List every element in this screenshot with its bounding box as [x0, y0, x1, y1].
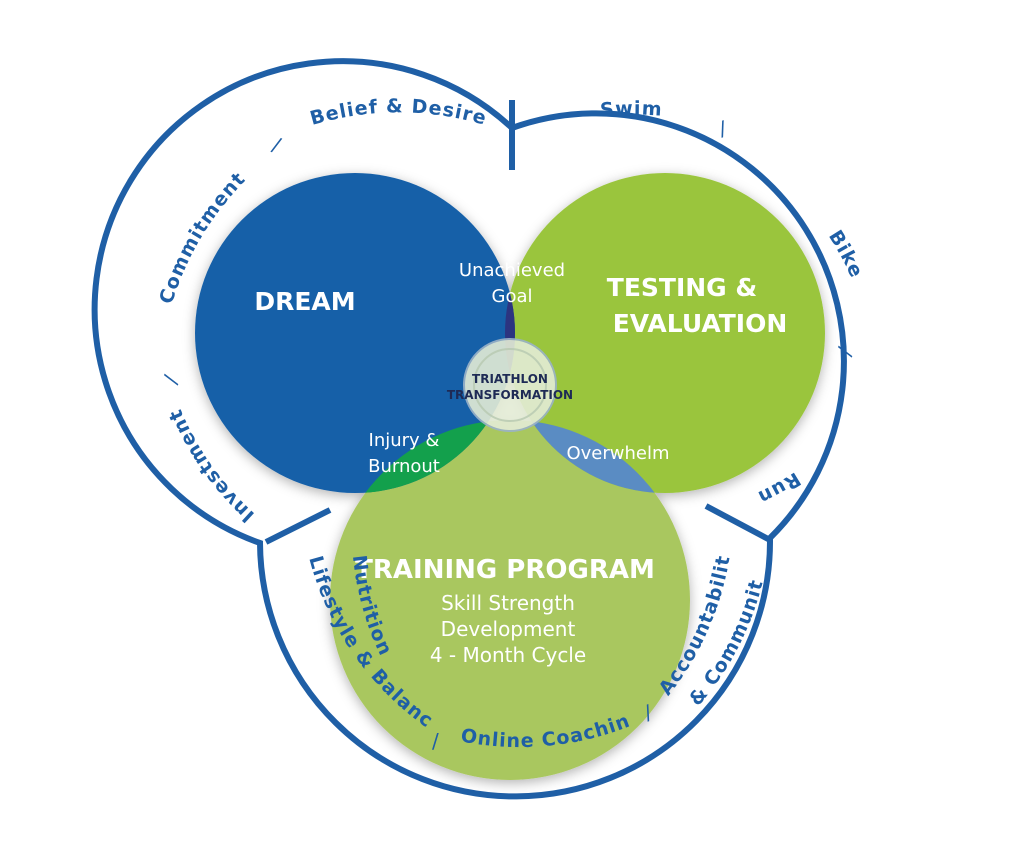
ring-divider-right — [704, 503, 772, 543]
injury-label-line1: Injury & — [369, 430, 440, 451]
unachieved-label-line2: Goal — [492, 286, 533, 307]
training-sub-line1: Skill Strength — [441, 591, 575, 615]
ring-separator: / — [716, 116, 729, 141]
unachieved-label-line1: Unachieved — [459, 260, 565, 281]
center-label-line2: TRANSFORMATION — [447, 388, 573, 402]
ring-divider-left — [264, 507, 332, 545]
center-label-line1: TRIATHLON — [472, 372, 548, 386]
dream-circle — [195, 173, 515, 493]
overwhelm-label: Overwhelm — [566, 443, 669, 464]
injury-label-line2: Burnout — [368, 456, 440, 477]
training-sub-line2: Development — [441, 617, 576, 641]
dream-label: DREAM — [254, 287, 355, 316]
triathlon-seal-icon — [463, 338, 557, 432]
training-circle — [330, 420, 690, 780]
ring-label-swim: Swim — [599, 97, 663, 121]
training-label: TRAINING PROGRAM — [355, 555, 655, 585]
testing-label-line1: TESTING & — [607, 273, 757, 302]
ring-separator: / — [432, 729, 439, 753]
training-sub-line3: 4 - Month Cycle — [430, 643, 586, 667]
circle-group — [195, 173, 825, 780]
testing-circle — [505, 173, 825, 493]
testing-label-line2: EVALUATION — [613, 309, 788, 338]
